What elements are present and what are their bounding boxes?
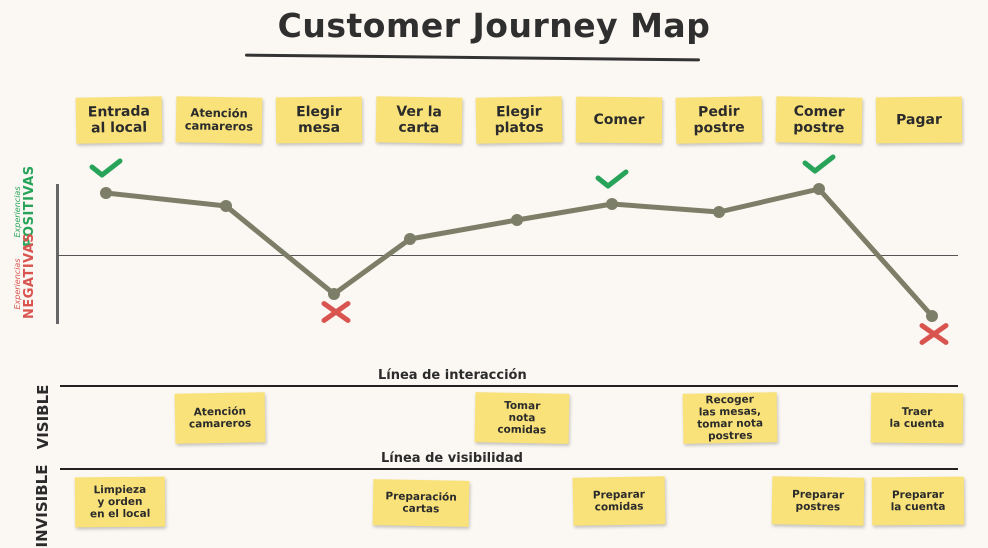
invisible-note-label: Preparar la cuenta xyxy=(890,488,946,514)
experience-point xyxy=(606,198,618,210)
visibility-line-label: Línea de visibilidad xyxy=(381,451,523,466)
visible-note-4: Traer la cuenta xyxy=(870,392,964,444)
experience-axis xyxy=(56,184,59,324)
interaction-line xyxy=(60,385,958,387)
cross-icon xyxy=(919,323,949,345)
experience-point xyxy=(220,200,232,212)
invisible-note-4: Preparar postres xyxy=(771,476,865,526)
experience-point xyxy=(511,214,523,226)
invisible-note-label: Limpieza y orden en el local xyxy=(89,483,151,521)
experience-point xyxy=(328,288,340,300)
cross-icon xyxy=(321,301,351,323)
visible-note-label: Traer la cuenta xyxy=(889,405,945,431)
check-icon xyxy=(802,154,836,174)
invisible-note-label: Preparar comidas xyxy=(592,488,646,514)
experience-point xyxy=(404,233,416,245)
invisible-section-label: INVISIBLE xyxy=(33,464,51,548)
check-icon xyxy=(595,169,629,189)
visible-note-label: Atención camareros xyxy=(188,405,252,431)
page-title: Customer Journey Map xyxy=(277,6,711,45)
invisible-note-label: Preparar postres xyxy=(791,488,845,514)
experience-point xyxy=(713,206,725,218)
visible-note-1: Atención camareros xyxy=(174,392,266,444)
experience-point xyxy=(813,183,825,195)
invisible-note-label: Preparación cartas xyxy=(385,490,457,516)
invisible-note-5: Preparar la cuenta xyxy=(871,476,965,526)
experience-point xyxy=(100,187,112,199)
visible-note-label: Recoger las mesas, tomar nota postres xyxy=(697,393,764,443)
visible-note-3: Recoger las mesas, tomar nota postres xyxy=(682,392,778,444)
interaction-line-label: Línea de interacción xyxy=(378,368,527,383)
visible-note-label: Tomar nota comidas xyxy=(497,399,547,437)
check-icon xyxy=(89,158,123,178)
experience-point xyxy=(926,310,938,322)
neutral-axis-line xyxy=(58,255,958,256)
visible-section-label: VISIBLE xyxy=(34,384,52,450)
invisible-note-3: Preparar comidas xyxy=(572,476,666,526)
invisible-note-1: Limpieza y orden en el local xyxy=(74,476,166,528)
visible-note-2: Tomar nota comidas xyxy=(474,392,570,444)
visibility-line xyxy=(60,468,958,470)
invisible-note-2: Preparación cartas xyxy=(372,479,470,527)
